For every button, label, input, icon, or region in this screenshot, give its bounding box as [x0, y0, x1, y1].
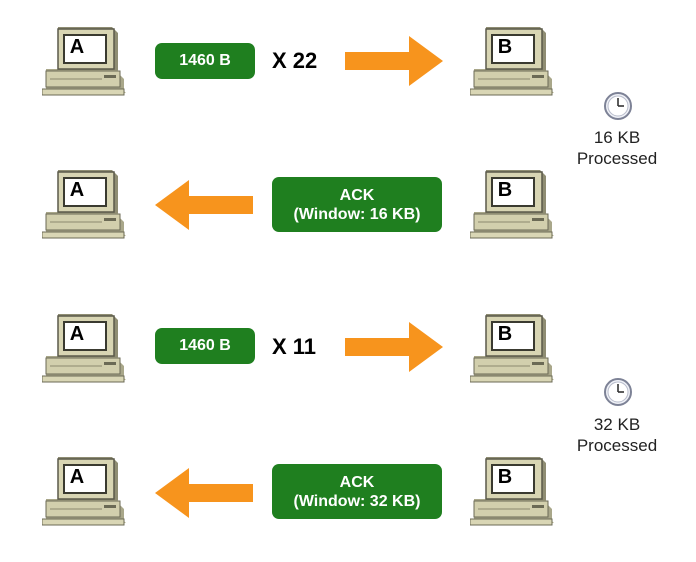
desktop-computer-icon — [470, 457, 554, 526]
arrow-right-icon — [345, 322, 443, 372]
desktop-computer-icon — [42, 170, 126, 239]
segment-multiplier-row3: X 11 — [272, 334, 317, 359]
computer-b-row2: B — [470, 170, 554, 240]
segment-multiplier-row1: X 22 — [272, 48, 318, 73]
processed-note-row3: 32 KB Processed — [562, 414, 672, 456]
ack-window-label: (Window: 32 KB) — [293, 492, 421, 510]
clock-icon — [604, 92, 632, 120]
arrow-right-icon — [345, 36, 443, 86]
host-label-b: B — [497, 466, 513, 488]
processed-note-row1: 16 KB Processed — [562, 127, 672, 169]
arrow-left-icon — [155, 180, 253, 230]
arrow-left-icon — [155, 468, 253, 518]
processed-label: Processed — [576, 436, 658, 455]
host-label-a: A — [69, 36, 85, 58]
desktop-computer-icon — [470, 27, 554, 96]
ack-pill-row2: ACK (Window: 16 KB) — [272, 177, 442, 232]
computer-a-row3: A — [42, 314, 126, 384]
processed-label: Processed — [576, 149, 658, 168]
host-label-a: A — [69, 466, 85, 488]
host-label-a: A — [69, 323, 85, 345]
computer-a-row2: A — [42, 170, 126, 240]
segment-label: 1460 B — [179, 52, 231, 69]
processed-amount: 16 KB — [593, 128, 641, 147]
host-label-b: B — [497, 323, 513, 345]
computer-b-row3: B — [470, 314, 554, 384]
computer-b-row1: B — [470, 27, 554, 97]
segment-label: 1460 B — [179, 337, 231, 354]
segment-pill-row3: 1460 B — [155, 328, 255, 364]
desktop-computer-icon — [42, 27, 126, 96]
computer-b-row4: B — [470, 457, 554, 527]
ack-label: ACK — [339, 186, 375, 204]
desktop-computer-icon — [470, 170, 554, 239]
desktop-computer-icon — [470, 314, 554, 383]
computer-a-row4: A — [42, 457, 126, 527]
clock-icon — [604, 378, 632, 406]
host-label-b: B — [497, 36, 513, 58]
ack-window-label: (Window: 16 KB) — [293, 205, 421, 223]
processed-amount: 32 KB — [593, 415, 641, 434]
host-label-b: B — [497, 179, 513, 201]
computer-a-row1: A — [42, 27, 126, 97]
ack-pill-row4: ACK (Window: 32 KB) — [272, 464, 442, 519]
desktop-computer-icon — [42, 457, 126, 526]
host-label-a: A — [69, 179, 85, 201]
ack-label: ACK — [339, 473, 375, 491]
desktop-computer-icon — [42, 314, 126, 383]
segment-pill-row1: 1460 B — [155, 43, 255, 79]
